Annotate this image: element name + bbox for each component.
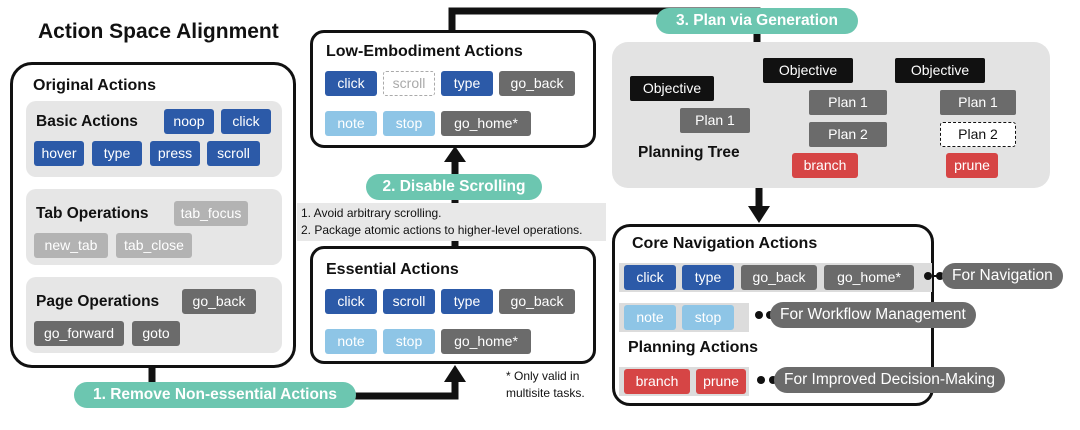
- core-action-note: note: [624, 305, 676, 330]
- core-action-prune: prune: [696, 369, 746, 394]
- branch-badge: branch: [792, 153, 858, 178]
- low-action-type: type: [441, 71, 493, 96]
- tree2-plan2: Plan 2: [809, 122, 887, 147]
- tree3-plan2-pruned: Plan 2: [940, 122, 1016, 147]
- nav-dot-2: [936, 272, 944, 280]
- low-action-go-back: go_back: [499, 71, 575, 96]
- plan-dot-1: [757, 376, 765, 384]
- core-action-type: type: [682, 265, 734, 290]
- planning-area: Objective Plan 1 Planning Tree Objective…: [612, 42, 1050, 188]
- low-embodiment-panel: Low-Embodiment Actions click scroll type…: [310, 30, 596, 148]
- step2-arrowhead: [444, 146, 466, 162]
- tree2-objective: Objective: [763, 58, 853, 83]
- tree2-plan1: Plan 1: [809, 90, 887, 115]
- note-line-2: 2. Package atomic actions to higher-leve…: [301, 223, 583, 237]
- essential-action-go-home: go_home*: [441, 329, 531, 354]
- planning-actions-title: Planning Actions: [628, 339, 759, 356]
- essential-action-click: click: [325, 289, 377, 314]
- footnote-line-1: * Only valid in: [506, 369, 580, 383]
- nav-dot-1: [924, 272, 932, 280]
- workflow-dot-1: [755, 311, 763, 319]
- core-action-stop: stop: [682, 305, 734, 330]
- essential-action-go-back: go_back: [499, 289, 575, 314]
- action-go-back: go_back: [182, 289, 256, 314]
- action-tab-close: tab_close: [116, 233, 192, 258]
- action-go-forward: go_forward: [34, 321, 124, 346]
- essential-action-note: note: [325, 329, 377, 354]
- step1-arrowhead: [444, 365, 466, 382]
- tree1-plan1: Plan 1: [680, 108, 750, 133]
- page-operations-title: Page Operations: [36, 293, 160, 310]
- essential-action-stop: stop: [383, 329, 435, 354]
- planning-tree-label: Planning Tree: [638, 144, 740, 161]
- core-navigation-title: Core Navigation Actions: [632, 235, 818, 252]
- low-action-note: note: [325, 111, 377, 136]
- workflow-purpose-label: For Workflow Management: [770, 302, 976, 328]
- low-action-stop: stop: [383, 111, 435, 136]
- action-new-tab: new_tab: [34, 233, 108, 258]
- plan-purpose-label: For Improved Decision-Making: [774, 367, 1006, 393]
- original-actions-title: Original Actions: [33, 77, 156, 94]
- core-action-go-back: go_back: [741, 265, 817, 290]
- nav-purpose-label: For Navigation: [942, 263, 1063, 289]
- action-scroll: scroll: [207, 141, 260, 166]
- action-click: click: [221, 109, 271, 134]
- tab-operations-title: Tab Operations: [36, 205, 149, 222]
- step3-label: 3. Plan via Generation: [656, 8, 858, 34]
- low-embodiment-title: Low-Embodiment Actions: [326, 43, 523, 60]
- action-type: type: [92, 141, 142, 166]
- essential-actions-panel: Essential Actions click scroll type go_b…: [310, 246, 596, 364]
- basic-actions-title: Basic Actions: [36, 113, 138, 130]
- essential-action-type: type: [441, 289, 493, 314]
- core-arrowhead: [748, 206, 770, 223]
- core-action-branch: branch: [624, 369, 690, 394]
- step1-label: 1. Remove Non-essential Actions: [74, 382, 356, 408]
- action-goto: goto: [132, 321, 180, 346]
- action-hover: hover: [34, 141, 84, 166]
- footnote-line-2: multisite tasks.: [506, 386, 585, 400]
- page-operations-group: Page Operations go_back go_forward goto: [26, 277, 282, 353]
- tree3-objective: Objective: [895, 58, 985, 83]
- essential-actions-title: Essential Actions: [326, 261, 459, 278]
- notes-box: 1. Avoid arbitrary scrolling. 2. Package…: [297, 203, 606, 241]
- low-action-go-home: go_home*: [441, 111, 531, 136]
- original-actions-panel: Original Actions Basic Actions noop clic…: [10, 62, 296, 368]
- tree3-plan1: Plan 1: [940, 90, 1016, 115]
- action-press: press: [150, 141, 200, 166]
- tree1-objective: Objective: [630, 76, 714, 101]
- essential-action-scroll: scroll: [383, 289, 435, 314]
- action-noop: noop: [164, 109, 214, 134]
- low-action-click: click: [325, 71, 377, 96]
- prune-badge: prune: [946, 153, 998, 178]
- step2-label: 2. Disable Scrolling: [366, 174, 542, 200]
- core-action-go-home: go_home*: [824, 265, 914, 290]
- plan-dot-2: [769, 376, 777, 384]
- tab-operations-group: Tab Operations tab_focus new_tab tab_clo…: [26, 189, 282, 265]
- action-tab-focus: tab_focus: [174, 201, 248, 226]
- basic-actions-group: Basic Actions noop click hover type pres…: [26, 101, 282, 177]
- low-action-scroll: scroll: [383, 71, 435, 96]
- core-action-click: click: [624, 265, 676, 290]
- page-title: Action Space Alignment: [38, 20, 279, 43]
- note-line-1: 1. Avoid arbitrary scrolling.: [301, 206, 442, 220]
